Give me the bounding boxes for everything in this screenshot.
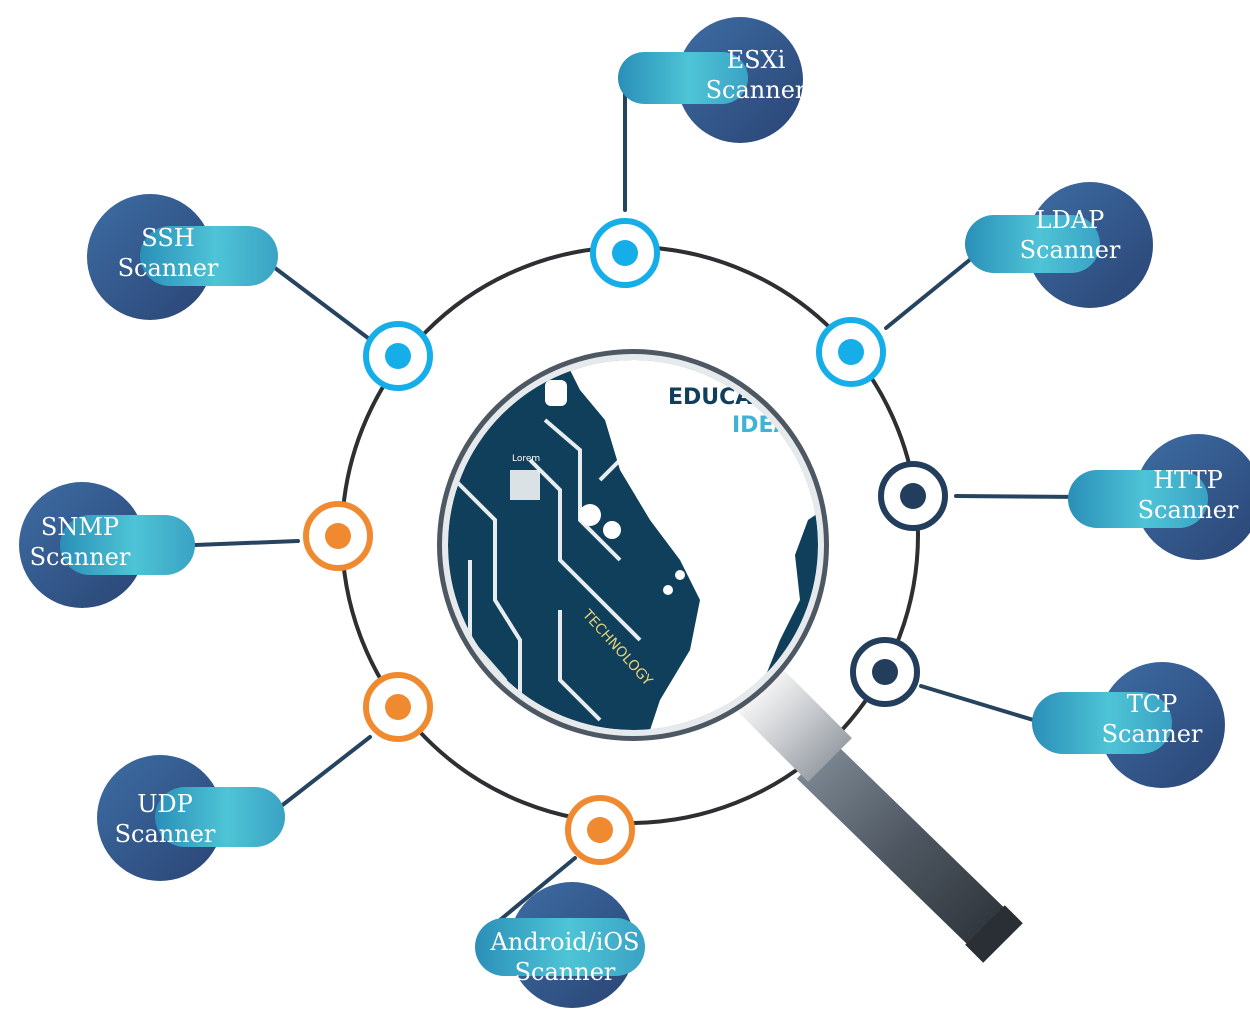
ring-node-snmp bbox=[303, 501, 373, 571]
bubble-pill bbox=[1032, 692, 1172, 754]
ring-node-udp bbox=[363, 672, 433, 742]
scanner-label-line2: Scanner bbox=[1020, 236, 1121, 264]
scanner-label-line1: UDP bbox=[137, 790, 193, 818]
connector-android bbox=[498, 856, 577, 922]
scanner-label-line1: SSH bbox=[141, 224, 194, 252]
bubble-pill bbox=[965, 215, 1100, 273]
ring-node-tcp bbox=[850, 637, 920, 707]
ring-node-esxi bbox=[590, 218, 660, 288]
scanner-label-line2: Scanner bbox=[30, 543, 131, 571]
ring-node-ssh bbox=[363, 321, 433, 391]
bubble-pill bbox=[140, 226, 278, 286]
connector-snmp bbox=[193, 539, 300, 547]
bubble-pill bbox=[1068, 470, 1208, 528]
magnifier: EDUCATI IDEA Lorem TECHNOLOGY bbox=[437, 349, 1023, 963]
lens-artwork: EDUCATI IDEA Lorem TECHNOLOGY bbox=[448, 360, 818, 730]
lens-inner-rim bbox=[442, 354, 824, 736]
scanner-label-line2: Scanner bbox=[115, 820, 216, 848]
connector-tcp bbox=[919, 684, 1042, 724]
scanner-label-line1: TCP bbox=[1127, 690, 1178, 718]
connector-udp bbox=[278, 735, 372, 809]
scanner-label-line1: SNMP bbox=[41, 513, 119, 541]
scanner-label-line1: LDAP bbox=[1036, 206, 1105, 234]
ring-node-ldap bbox=[816, 317, 886, 387]
magnifier-handle-end bbox=[965, 905, 1023, 963]
scanner-label-line2: Scanner bbox=[706, 76, 807, 104]
connector-http bbox=[954, 494, 1087, 499]
ring-node-android bbox=[565, 795, 635, 865]
bubble-pill bbox=[475, 918, 645, 976]
scanner-label-line2: Scanner bbox=[1102, 720, 1203, 748]
scanner-label-line2: Scanner bbox=[515, 958, 616, 986]
ring-node-http bbox=[878, 461, 948, 531]
scanner-label-line2: Scanner bbox=[118, 254, 219, 282]
lens-small-label: Lorem bbox=[512, 454, 540, 464]
scanner-label-line1: HTTP bbox=[1153, 466, 1223, 494]
scanner-label-line1: Android/iOS bbox=[490, 928, 640, 956]
magnifier-handle bbox=[796, 741, 1014, 954]
connector-ssh bbox=[273, 266, 370, 340]
scanner-label-line1: ESXi bbox=[727, 46, 786, 74]
bubble-pill bbox=[60, 515, 195, 575]
connector-lines bbox=[193, 88, 1087, 922]
magnifier-ferrule bbox=[738, 668, 852, 782]
bubble-pill bbox=[618, 52, 748, 104]
connector-ldap bbox=[884, 256, 974, 330]
bubble-pill bbox=[155, 787, 285, 847]
scanner-label-line2: Scanner bbox=[1138, 496, 1239, 524]
